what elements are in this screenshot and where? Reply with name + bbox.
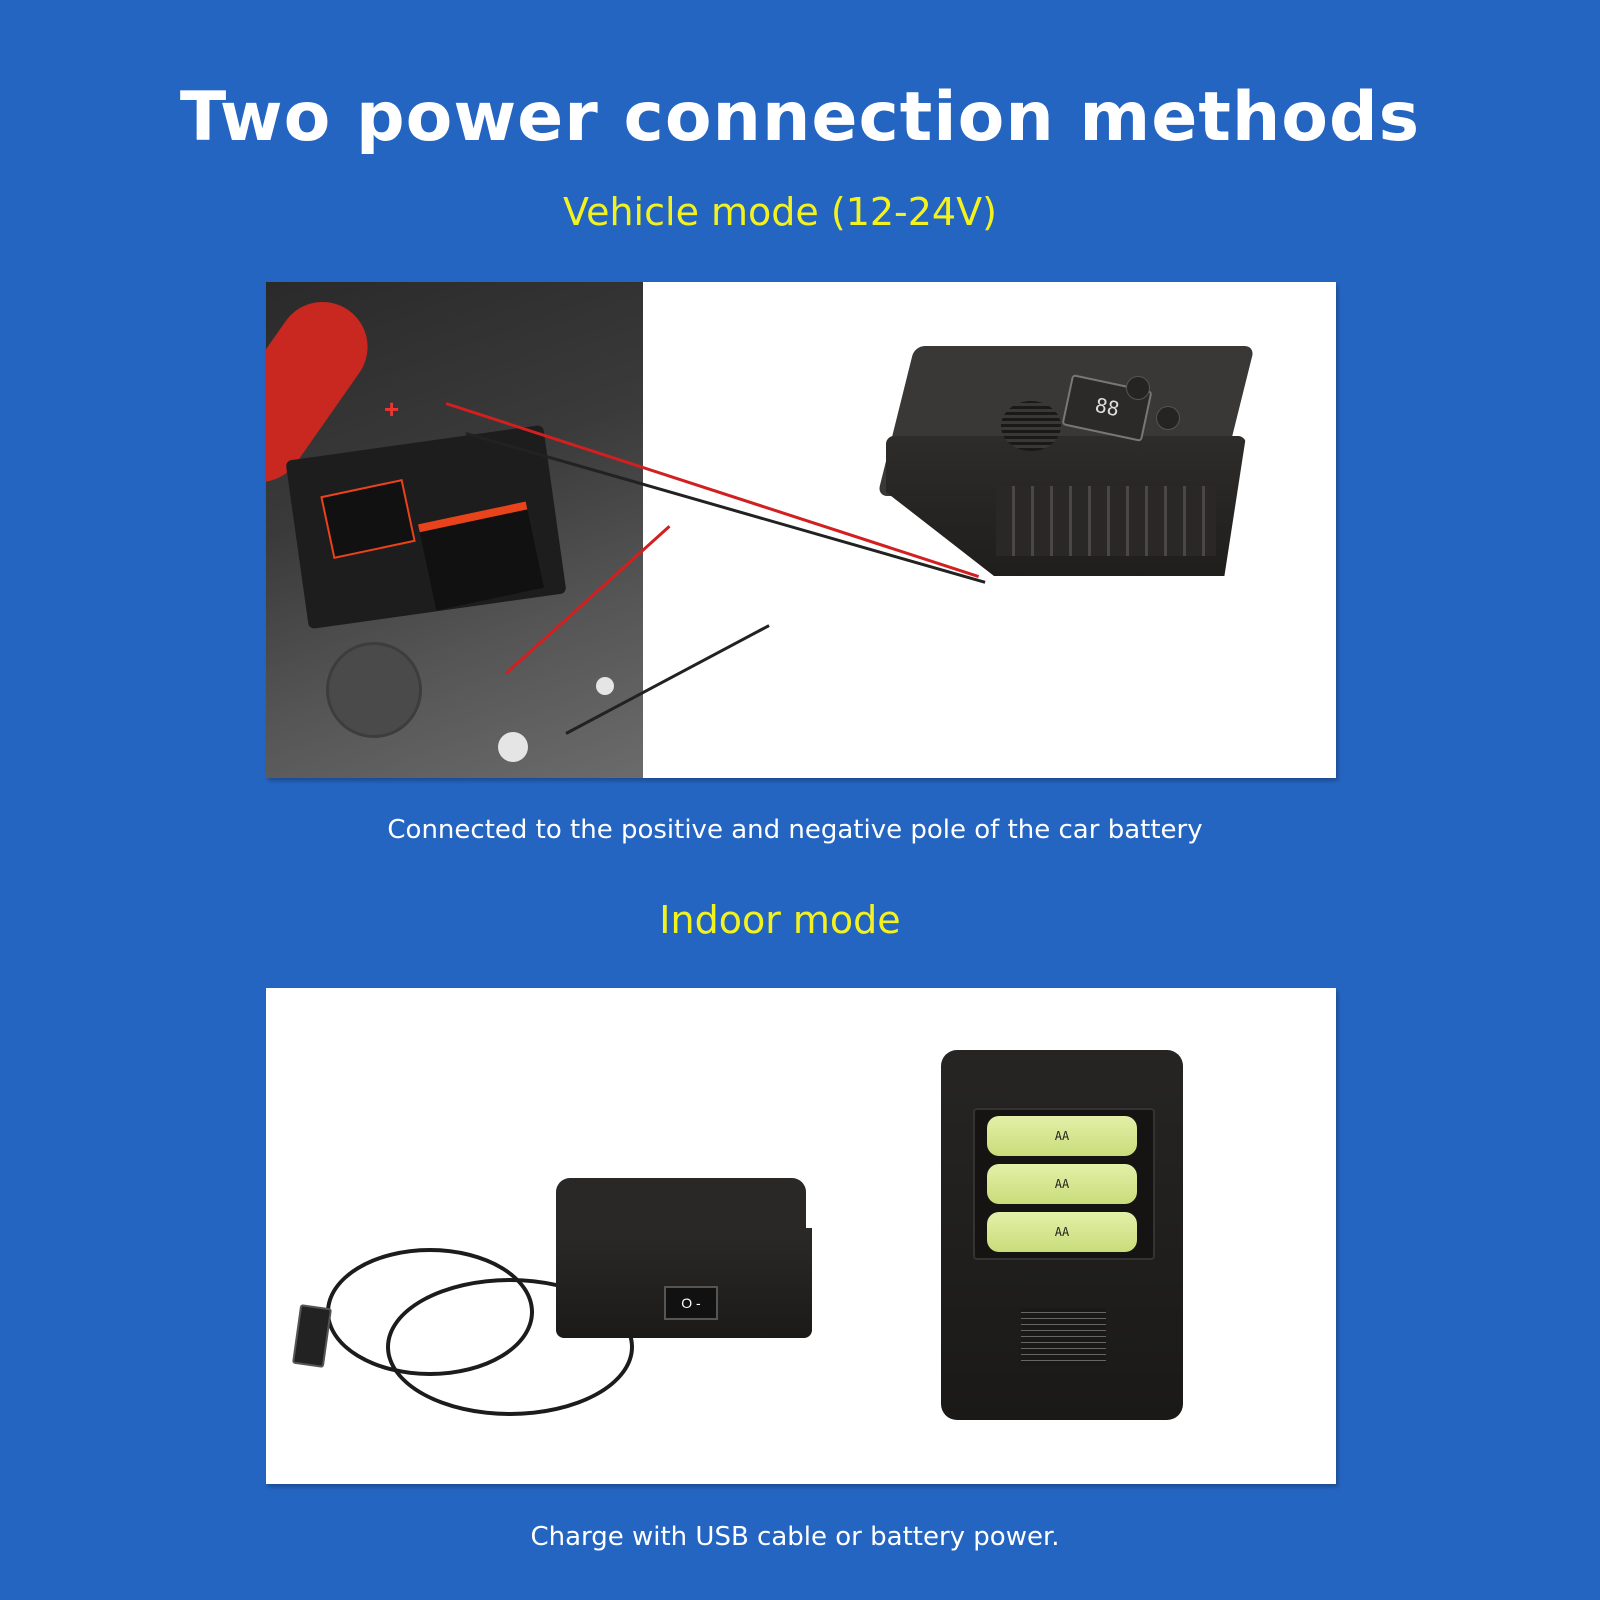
tracker-device: 88 — [877, 346, 1255, 576]
car-engine-bay: + — [266, 282, 643, 778]
device-ribs — [996, 486, 1216, 556]
terminal-bolt — [498, 732, 528, 762]
aa-battery: AA — [987, 1212, 1137, 1252]
terminal-bolt — [596, 677, 614, 695]
aa-battery: AA — [987, 1116, 1137, 1156]
usb-plug-icon — [291, 1304, 333, 1368]
device-front — [556, 1228, 812, 1338]
indoor-mode-heading: Indoor mode — [659, 898, 901, 942]
battery-compartment: AA AA AA — [973, 1108, 1155, 1260]
device-button — [1156, 406, 1180, 430]
usb-cable — [386, 1278, 634, 1416]
device-info-sticker — [1021, 1308, 1106, 1366]
speaker-grille-icon — [1001, 401, 1061, 451]
device-top — [556, 1178, 806, 1228]
engine-cap — [326, 642, 422, 738]
indoor-mode-caption: Charge with USB cable or battery power. — [530, 1522, 1060, 1552]
indoor-mode-image: O - AA AA AA — [266, 988, 1336, 1484]
vehicle-mode-image: + 88 — [266, 282, 1336, 778]
vehicle-mode-heading: Vehicle mode (12-24V) — [563, 190, 997, 234]
power-switch: O - — [664, 1286, 718, 1320]
positive-terminal-icon: + — [384, 394, 400, 424]
tracker-device-side: O - — [556, 1178, 816, 1338]
device-button — [1126, 376, 1150, 400]
device-back-view: AA AA AA — [941, 1050, 1183, 1420]
vehicle-mode-caption: Connected to the positive and negative p… — [387, 815, 1203, 845]
aa-battery: AA — [987, 1164, 1137, 1204]
page-title: Two power connection methods — [179, 78, 1421, 157]
